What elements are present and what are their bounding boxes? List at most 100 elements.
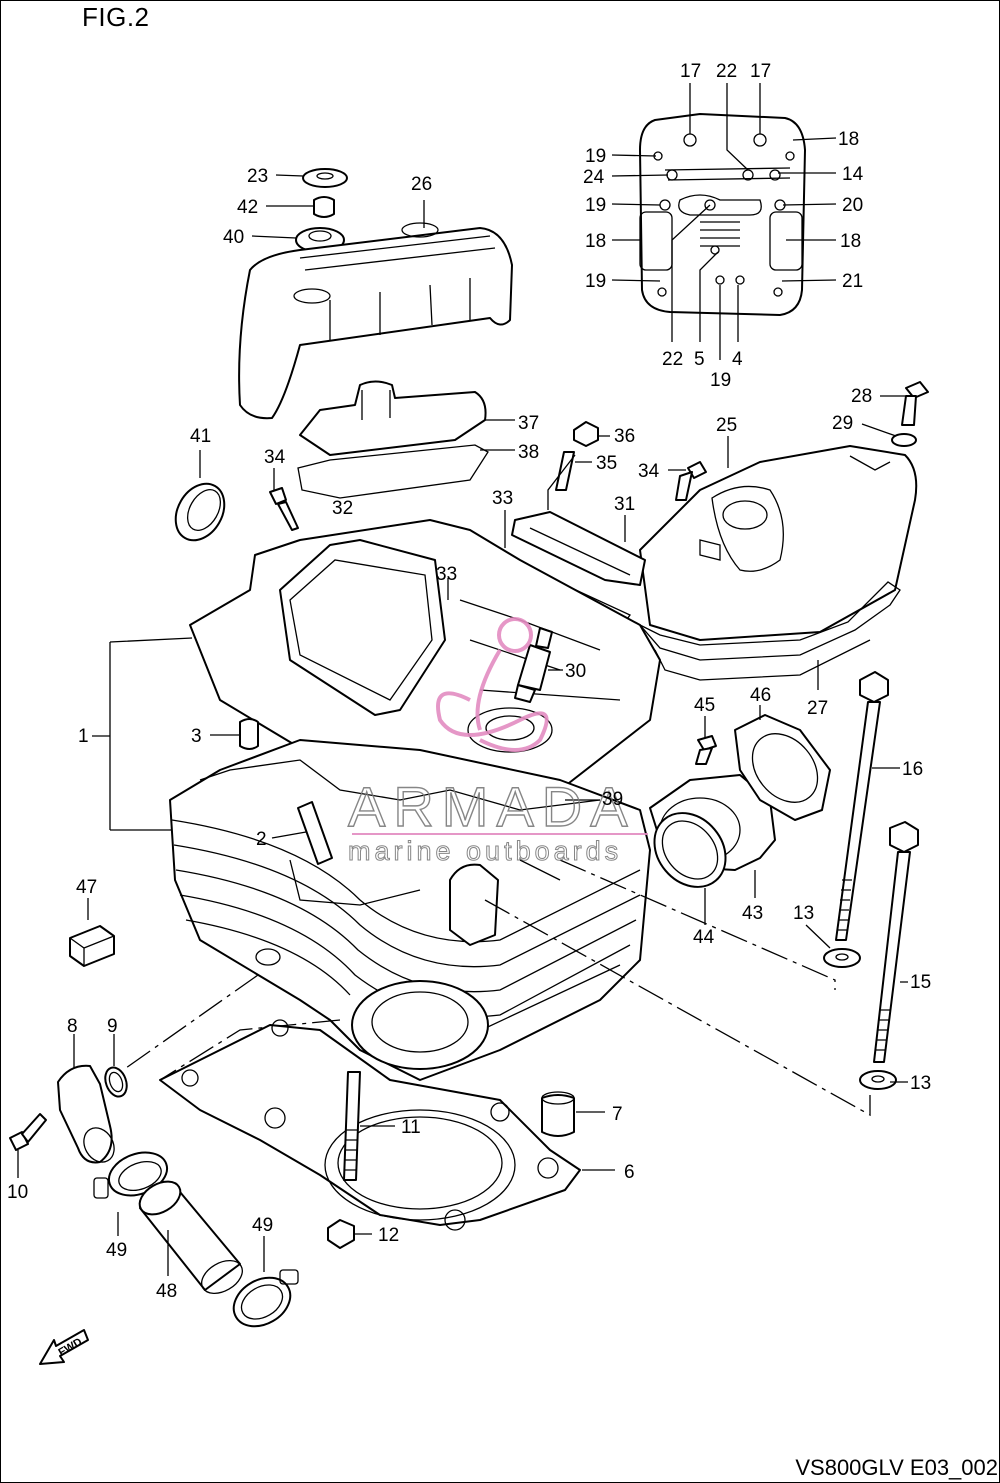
clamp-49-lower	[232, 1269, 299, 1328]
callout-34b: 34	[638, 461, 660, 482]
callout-31: 31	[614, 494, 635, 515]
bushing-42	[313, 196, 335, 218]
callout-48: 48	[156, 1281, 177, 1302]
callout-26: 26	[411, 174, 432, 195]
bolt-16	[835, 671, 889, 941]
gasket-leaders	[611, 83, 837, 360]
callout-34a: 34	[264, 447, 286, 468]
callout-38: 38	[518, 442, 539, 463]
rubber-cap-23	[302, 168, 348, 188]
callout-42: 42	[237, 197, 258, 218]
callout-19b: 19	[585, 195, 606, 216]
cylinder-head-cover-25	[639, 445, 918, 641]
washer-13-upper	[823, 948, 861, 968]
callout-49b: 49	[106, 1240, 127, 1261]
callout-29: 29	[832, 413, 853, 434]
gasket-38	[297, 444, 489, 499]
callout-21: 21	[842, 271, 863, 292]
o-ring-9	[104, 1066, 128, 1098]
callout-36: 36	[614, 426, 635, 447]
callout-2: 2	[256, 829, 267, 850]
nut-12	[327, 1219, 355, 1249]
bolt-34-left	[269, 487, 299, 531]
callout-labels: 17 22 17 18 19 24 14 19 20 18 18 19 21 2…	[7, 61, 931, 1302]
callout-43: 43	[742, 903, 763, 924]
callout-41: 41	[190, 426, 211, 447]
callout-7: 7	[612, 1104, 623, 1125]
gasket-27	[639, 581, 901, 681]
callout-20: 20	[842, 195, 863, 216]
sealant-block-47	[69, 925, 115, 967]
callout-1: 1	[78, 726, 89, 747]
callout-3: 3	[191, 726, 202, 747]
watermark-logo-icon	[436, 617, 549, 752]
spark-plug-30	[514, 627, 553, 703]
callout-5: 5	[694, 349, 705, 370]
callout-9: 9	[107, 1016, 118, 1037]
callout-32: 32	[332, 498, 353, 519]
cap-nut-36	[573, 421, 599, 447]
breather-cover-37	[299, 380, 487, 456]
callout-4: 4	[732, 349, 743, 370]
cylinder-gasket-6	[159, 1019, 581, 1231]
callout-16: 16	[902, 759, 923, 780]
callout-17b: 17	[750, 61, 771, 82]
callout-30: 30	[565, 661, 586, 682]
hose-48	[138, 1180, 243, 1295]
callout-19d: 19	[710, 370, 731, 391]
callout-6: 6	[624, 1162, 635, 1183]
seal-46	[734, 714, 831, 821]
callout-33a: 33	[492, 488, 513, 509]
fwd-arrow-icon: FWD	[39, 1329, 89, 1365]
fwd-label: FWD	[57, 1336, 85, 1359]
bolt-28	[901, 381, 929, 426]
callout-18b: 18	[585, 231, 606, 252]
water-outlet-8	[57, 1064, 115, 1164]
dowel-3	[239, 718, 259, 750]
callout-27: 27	[807, 698, 828, 719]
callout-13a: 13	[793, 903, 814, 924]
bolt-10	[9, 1113, 47, 1151]
drawing-code: VS800GLV E03_002	[795, 1455, 998, 1480]
callout-12: 12	[378, 1225, 399, 1246]
watermark-brand: ARMADA	[348, 775, 636, 838]
callout-24: 24	[583, 167, 605, 188]
figure-title: FIG.2	[82, 2, 150, 32]
callout-10: 10	[7, 1182, 28, 1203]
dowel-7	[541, 1091, 575, 1137]
clamp-49-upper	[93, 1151, 169, 1199]
head-cover-26	[238, 222, 513, 420]
bolt-45	[695, 735, 717, 765]
callout-8: 8	[67, 1016, 78, 1037]
callout-39: 39	[602, 789, 623, 810]
watermark: ARMADA marine outboards	[347, 617, 648, 867]
stud-11	[343, 1071, 361, 1181]
cover-31	[511, 511, 646, 586]
callout-37: 37	[518, 413, 539, 434]
callout-28: 28	[851, 386, 872, 407]
callout-22a: 22	[716, 61, 737, 82]
oil-pipe-2	[297, 801, 333, 865]
callout-15: 15	[910, 972, 931, 993]
callout-33b: 33	[436, 564, 457, 585]
watermark-tagline: marine outboards	[348, 836, 622, 866]
callout-18c: 18	[840, 231, 861, 252]
stud-35	[555, 451, 575, 491]
washer-13-lower	[859, 1070, 897, 1090]
callout-19a: 19	[585, 146, 606, 167]
seal-41	[174, 482, 226, 542]
cover-gasket-detail	[639, 113, 806, 316]
callout-40: 40	[223, 227, 244, 248]
callout-25: 25	[716, 415, 737, 436]
callout-11: 11	[401, 1117, 421, 1138]
callout-49a: 49	[252, 1215, 273, 1236]
callout-22b: 22	[662, 349, 683, 370]
callout-13b: 13	[910, 1073, 931, 1094]
callout-44: 44	[693, 927, 715, 948]
callout-19c: 19	[585, 271, 606, 292]
callout-45: 45	[694, 695, 715, 716]
bolt-15	[873, 821, 919, 1063]
callout-35: 35	[596, 453, 617, 474]
